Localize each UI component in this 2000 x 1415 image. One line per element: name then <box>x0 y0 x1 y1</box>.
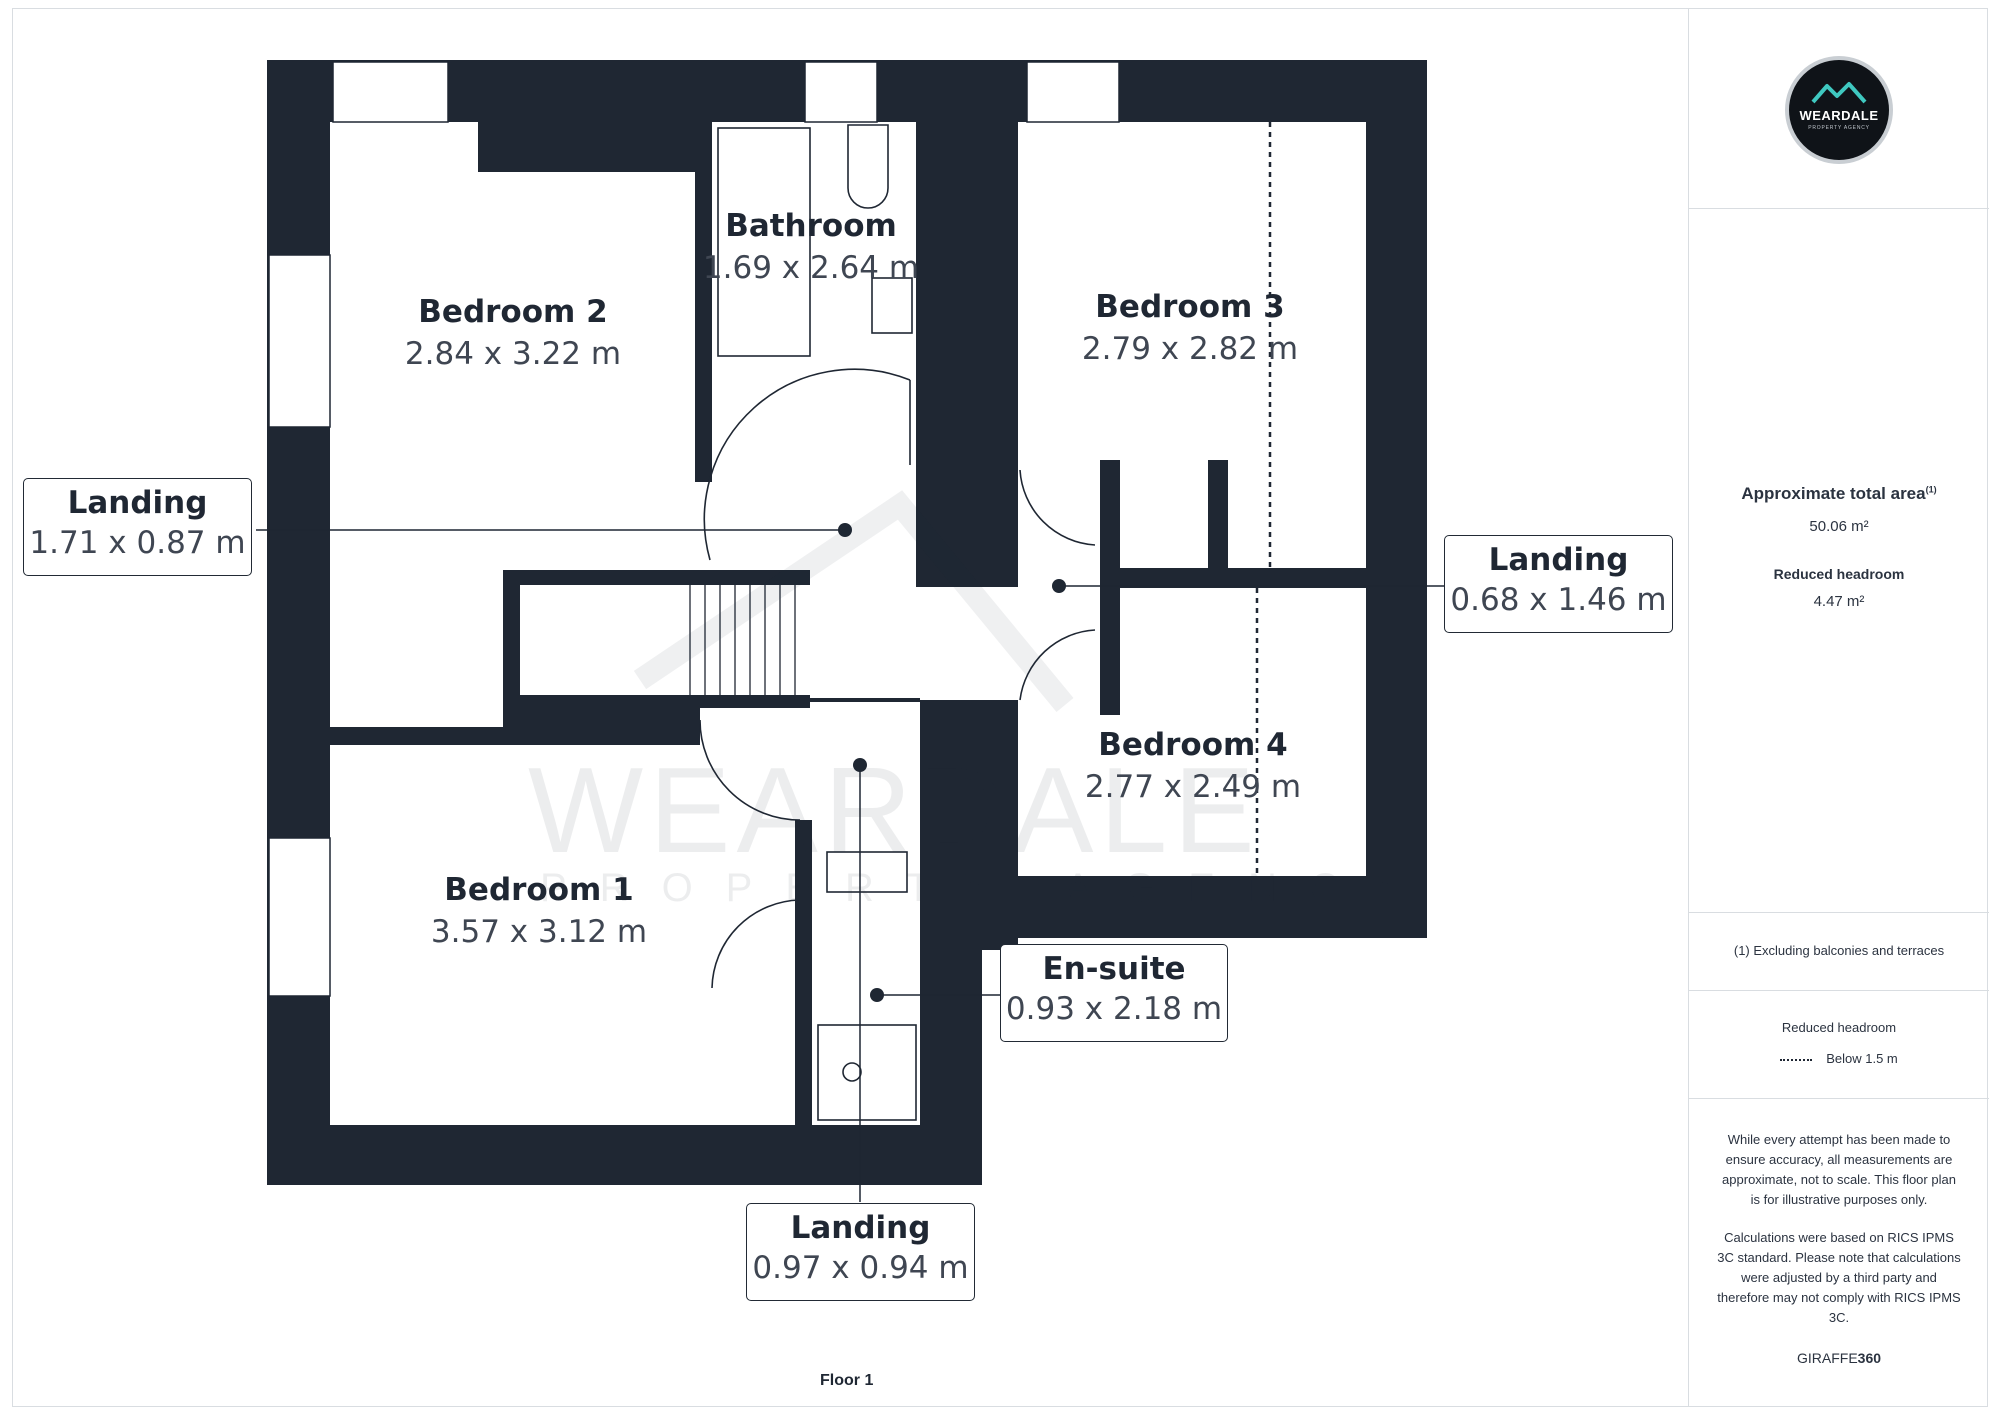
room-dims-bedroom-2: 2.84 x 3.22 m <box>404 336 622 372</box>
room-name-bedroom-3: Bedroom 3 <box>1095 289 1285 325</box>
watermark-roof <box>633 490 1074 713</box>
room-dims-bathroom: 1.69 x 2.64 m <box>702 250 920 286</box>
room-name-bathroom: Bathroom <box>725 208 897 244</box>
disclaimer-rics: Calculations were based on RICS IPMS 3C … <box>1717 1230 1961 1325</box>
callout-landing-left: Landing 1.71 x 0.87 m <box>23 478 252 576</box>
panel-divider <box>1689 990 1989 991</box>
legend-item: Below 1.5 m <box>1826 1051 1898 1066</box>
legend-title: Reduced headroom <box>1781 1020 1897 1035</box>
room-dims-bedroom-3: 2.79 x 2.82 m <box>1081 331 1299 367</box>
room-name-bedroom-4: Bedroom 4 <box>1098 727 1288 763</box>
panel-divider <box>1689 912 1989 913</box>
windows <box>268 61 1120 997</box>
callout-landing-left-name: Landing <box>67 485 208 521</box>
callout-ensuite-name: En-suite <box>1042 951 1186 987</box>
room-name-bedroom-1: Bedroom 1 <box>444 872 634 908</box>
reduced-headroom-label: Reduced headroom <box>1773 566 1905 582</box>
weardale-logo: WEARDALE PROPERTY AGENCY <box>1785 56 1893 164</box>
total-area-heading: Approximate total area(1) <box>1689 484 1989 504</box>
logo-text: WEARDALE <box>1799 108 1879 123</box>
room-interiors <box>330 122 1366 1125</box>
doors <box>699 368 1096 989</box>
footnote: (1) Excluding balconies and terraces <box>1733 943 1945 958</box>
room-dims-bedroom-1: 3.57 x 3.12 m <box>430 914 648 950</box>
callout-landing-left-dims: 1.71 x 0.87 m <box>29 525 246 561</box>
callout-landing-right: Landing 0.68 x 1.46 m <box>1444 535 1673 633</box>
callout-landing-bottom-dims: 0.97 x 0.94 m <box>752 1250 969 1286</box>
provider-bold: 360 <box>1857 1350 1882 1366</box>
leader-dots <box>838 523 1066 1002</box>
panel-divider <box>1689 1098 1989 1099</box>
legend-row: Below 1.5 m <box>1689 1051 1989 1066</box>
logo-subtext: PROPERTY AGENCY <box>1808 125 1870 131</box>
total-area-value: 50.06 m² <box>1809 518 1869 535</box>
total-area-note-marker: (1) <box>1925 484 1937 495</box>
panel-divider <box>1689 208 1989 209</box>
watermark-text: WEARDALE <box>528 742 1261 878</box>
leader-lines <box>256 529 1444 1202</box>
reduced-headroom-value: 4.47 m² <box>1813 593 1865 610</box>
partitions <box>330 122 1366 1125</box>
drawing-frame <box>12 8 1988 1407</box>
stairs <box>689 585 796 695</box>
dotted-line-swatch <box>1780 1058 1813 1061</box>
provider-light: GIRAFFE <box>1796 1350 1858 1366</box>
reduced-headroom-lines <box>1255 122 1272 876</box>
floor-label: Floor 1 <box>820 1372 874 1389</box>
disclaimer-accuracy: While every attempt has been made to ens… <box>1722 1132 1956 1207</box>
provider-logo: GIRAFFE360 <box>1689 1350 1989 1366</box>
callout-landing-bottom-name: Landing <box>790 1210 931 1246</box>
callout-landing-bottom: Landing 0.97 x 0.94 m <box>746 1203 975 1301</box>
room-name-bedroom-2: Bedroom 2 <box>418 294 608 330</box>
watermark-subtext: PROPERTY AGENCY <box>540 866 1432 910</box>
info-panel: WEARDALE PROPERTY AGENCY Approximate tot… <box>1688 8 1989 1407</box>
mountain-logo-icon <box>1811 82 1867 104</box>
total-area-label: Approximate total area <box>1741 484 1926 503</box>
room-dims-bedroom-4: 2.77 x 2.49 m <box>1084 769 1302 805</box>
fittings <box>717 124 917 1121</box>
callout-landing-right-name: Landing <box>1488 542 1629 578</box>
callout-landing-right-dims: 0.68 x 1.46 m <box>1450 582 1667 618</box>
callout-ensuite-dims: 0.93 x 2.18 m <box>1005 991 1223 1027</box>
callout-ensuite: En-suite 0.93 x 2.18 m <box>1000 944 1228 1042</box>
